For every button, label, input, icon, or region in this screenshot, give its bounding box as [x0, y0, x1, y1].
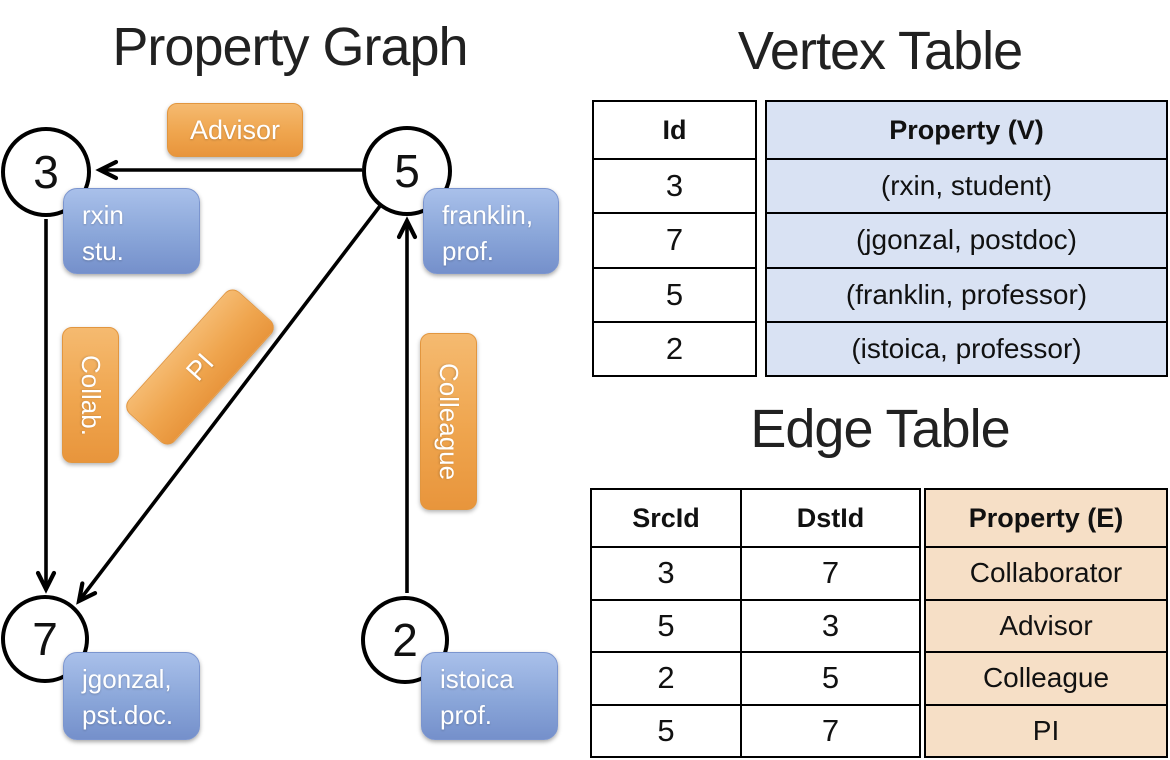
vertex-property-cell: (rxin, student)	[767, 158, 1166, 212]
property-line: jgonzal,	[82, 664, 172, 694]
edge-table-id-columns: SrcId DstId 3 7 5 3 2 5 5 7	[590, 488, 921, 758]
edge-dstid-cell: 5	[742, 651, 919, 704]
graph-node-5: 5	[362, 126, 452, 216]
property-line: pst.doc.	[82, 700, 174, 730]
property-graph-title: Property Graph	[112, 17, 468, 77]
edge-table-property-column: Property (E) Collaborator Advisor Collea…	[924, 488, 1168, 758]
edge-label-text: Advisor	[189, 114, 281, 145]
node-id: 5	[394, 145, 420, 197]
property-line: stu.	[82, 236, 124, 266]
edge-dstid-cell: 3	[742, 598, 919, 652]
vertex-table-title: Vertex Table	[737, 21, 1023, 81]
vertex-id-cell: 7	[594, 212, 755, 266]
vertex-table-property-column: Property (V) (rxin, student) (jgonzal, p…	[765, 100, 1168, 377]
edge-srcid-header: SrcId	[592, 490, 742, 546]
vertex-id-cell: 5	[594, 266, 755, 321]
vertex-id-cell: 3	[594, 158, 755, 212]
edge-srcid-cell: 2	[592, 651, 742, 704]
node-id: 7	[32, 613, 58, 665]
edge-srcid-cell: 5	[592, 703, 742, 756]
vertex-property-box-7: jgonzal, pst.doc.	[63, 652, 200, 740]
vertex-property-box-2: istoica prof.	[421, 652, 558, 740]
edge-label-text: Colleague	[434, 362, 464, 481]
vertex-property-cell: (istoica, professor)	[767, 320, 1166, 375]
edge-dstid-cell: 7	[742, 703, 919, 757]
edge-table-title: Edge Table	[750, 399, 1010, 459]
edge-srcid-cell: 5	[592, 598, 742, 651]
property-line: prof.	[440, 700, 493, 730]
edge-label-text: Collab.	[76, 354, 106, 436]
edge-property-header: Property (E)	[968, 502, 1124, 533]
vertex-property-box-5: franklin, prof.	[423, 188, 559, 274]
edge-label-text: PI	[179, 347, 220, 387]
property-line: franklin,	[442, 200, 534, 230]
vertex-property-box-3: rxin stu.	[63, 188, 200, 274]
vertex-property-cell: (franklin, professor)	[767, 266, 1166, 321]
edge-label-collab: Collab.	[62, 327, 119, 463]
node-id: 2	[392, 614, 418, 666]
edge-srcid-cell: 3	[592, 546, 742, 599]
edge-property-cell: Advisor	[926, 598, 1166, 652]
vertex-property-cell: (jgonzal, postdoc)	[767, 212, 1166, 266]
edge-property-cell: Colleague	[926, 651, 1166, 704]
vertex-id-header: Id	[662, 114, 687, 145]
edge-dstid-header: DstId	[796, 502, 865, 533]
property-line: istoica	[440, 664, 514, 694]
edge-property-cell: PI	[926, 703, 1166, 757]
edge-label-colleague: Colleague	[420, 333, 477, 510]
vertex-property-header: Property (V)	[889, 114, 1044, 145]
edge-property-cell: Collaborator	[926, 546, 1166, 599]
graph-node-2: 2	[361, 596, 449, 684]
edge-pi-5-to-7	[76, 204, 382, 605]
edge-dstid-cell: 7	[742, 546, 919, 599]
property-line: prof.	[442, 236, 495, 266]
edge-label-advisor: Advisor	[167, 103, 303, 157]
vertex-table-id-column: Id 3 7 5 2	[592, 100, 757, 377]
node-id: 3	[33, 146, 59, 198]
property-line: rxin	[82, 200, 124, 230]
vertex-id-cell: 2	[594, 320, 755, 375]
